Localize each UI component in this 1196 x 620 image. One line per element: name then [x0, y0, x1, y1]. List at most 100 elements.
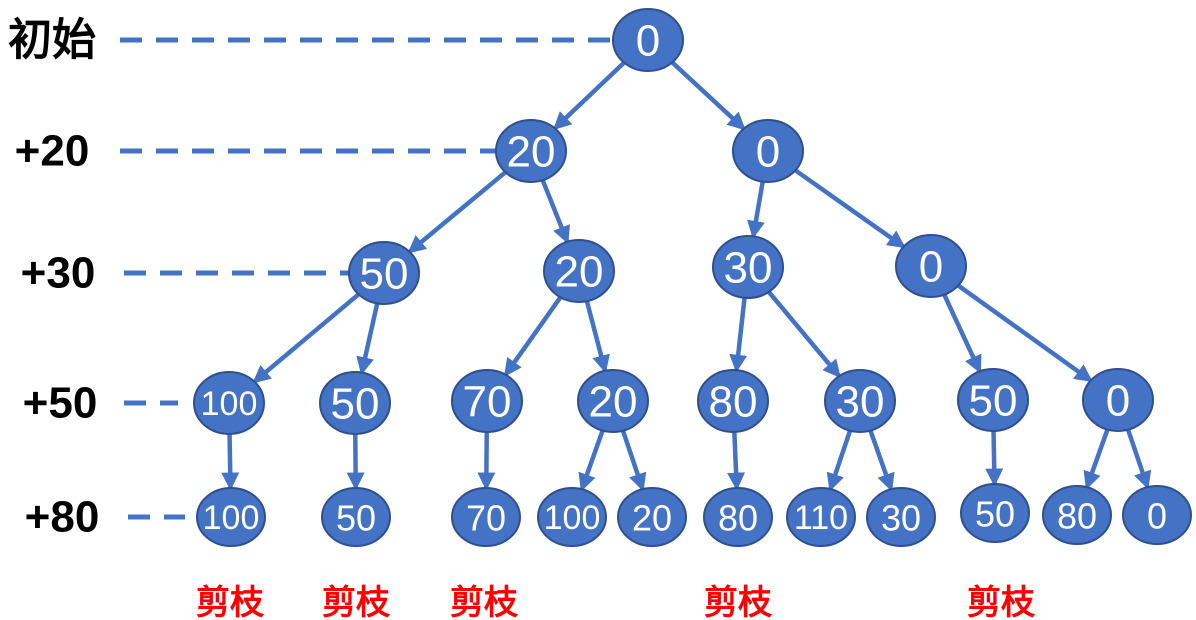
- tree-node-circle: [612, 8, 684, 72]
- tree-node: 20: [543, 239, 615, 303]
- tree-edge: [252, 292, 361, 384]
- tree-node-value: 20: [555, 248, 604, 297]
- tree-node-circle: [617, 487, 687, 547]
- tree-node-value: 80: [718, 498, 758, 539]
- tree-node-value: 30: [836, 378, 885, 427]
- tree-node-value: 100: [201, 385, 258, 423]
- tree-node-value: 70: [463, 378, 512, 427]
- tree-edge: [985, 430, 1004, 487]
- level-labels: 初始+20+30+50+80: [8, 16, 99, 542]
- tree-edge: [221, 433, 240, 491]
- level-label: 初始: [8, 16, 96, 65]
- tree-edge: [956, 283, 1093, 383]
- tree-node: 0: [612, 8, 684, 72]
- level-label: +50: [23, 379, 98, 428]
- tree-node-value: 100: [203, 499, 260, 537]
- tree-node-value: 30: [724, 244, 773, 293]
- prune-label: 剪枝: [322, 583, 391, 620]
- tree-node: 30: [712, 235, 784, 299]
- level-label: +80: [25, 493, 100, 542]
- tree-edge: [552, 61, 626, 131]
- tree-node: 30: [866, 487, 936, 547]
- tree-edge: [868, 429, 895, 492]
- tree-node-circle: [319, 371, 391, 435]
- tree-node-value: 0: [756, 128, 780, 177]
- tree-node: 50: [957, 368, 1029, 432]
- tree-node-value: 0: [1106, 377, 1130, 426]
- prune-label: 剪枝: [704, 583, 773, 620]
- tree-node: 50: [348, 241, 420, 305]
- tree-node-value: 20: [589, 378, 638, 427]
- tree-node-circle: [577, 369, 649, 433]
- prune-label: 剪枝: [196, 583, 265, 620]
- tree-node: 0: [732, 119, 804, 183]
- tree-edge: [540, 179, 570, 245]
- tree-node-value: 50: [331, 380, 380, 429]
- tree-edge: [356, 302, 380, 376]
- tree-node: 80: [697, 369, 769, 433]
- tree-edge: [584, 300, 610, 374]
- prune-labels: 剪枝剪枝剪枝剪枝剪枝: [196, 583, 1036, 620]
- tree-node-circle: [193, 371, 265, 435]
- tree-node-value: 50: [975, 494, 1015, 535]
- tree-node-circle: [321, 487, 391, 547]
- tree-node-value: 80: [1057, 496, 1097, 537]
- tree-node-value: 20: [507, 128, 556, 177]
- tree-node-circle: [1122, 485, 1192, 545]
- tree-edge: [670, 60, 746, 131]
- tree-node-value: 50: [336, 498, 376, 539]
- tree-edge: [767, 290, 841, 379]
- tree-edge: [942, 293, 982, 374]
- tree-node-value: 50: [360, 250, 409, 299]
- tree-node-circle: [697, 369, 769, 433]
- tree-node-value: 110: [794, 499, 848, 537]
- tree-node-circle: [957, 368, 1029, 432]
- tree-node-circle: [732, 119, 804, 183]
- tree-edge: [729, 297, 748, 373]
- tree-node-value: 0: [919, 243, 943, 292]
- tree-node-circle: [451, 487, 521, 547]
- tree-node-value: 0: [636, 17, 660, 66]
- tree-node: 80: [703, 487, 773, 547]
- tree-node-value: 70: [466, 498, 506, 539]
- tree-edge: [826, 429, 853, 492]
- tree-node-circle: [196, 487, 266, 547]
- tree-node-value: 50: [969, 377, 1018, 426]
- tree-edge: [620, 429, 647, 492]
- tree-node-circle: [543, 239, 615, 303]
- tree-node: 70: [451, 369, 523, 433]
- tree-node-circle: [712, 235, 784, 299]
- tree-edge: [727, 431, 746, 491]
- tree-node: 100: [193, 371, 265, 435]
- tree-node: 30: [824, 369, 896, 433]
- tree-node-circle: [824, 369, 896, 433]
- tree-node: 80: [1042, 485, 1112, 545]
- tree-node: 20: [495, 119, 567, 183]
- tree-node-circle: [703, 487, 773, 547]
- tree-node: 0: [1122, 485, 1192, 545]
- tree-node-value: 80: [709, 378, 758, 427]
- tree-node-circle: [1082, 368, 1154, 432]
- prune-label: 剪枝: [967, 583, 1036, 620]
- level-guide-lines: [120, 37, 612, 520]
- tree-edges: [221, 60, 1152, 492]
- tree-node-circle: [895, 234, 967, 298]
- tree-node: 0: [895, 234, 967, 298]
- tree-edge: [1083, 428, 1110, 490]
- tree-node: 50: [960, 483, 1030, 543]
- tree-node-circle: [451, 369, 523, 433]
- tree-node-value: 100: [544, 499, 601, 537]
- tree-node: 50: [321, 487, 391, 547]
- tree-edge: [578, 429, 605, 492]
- tree-edge: [747, 181, 765, 239]
- tree-edge: [1125, 428, 1152, 490]
- tree-node-value: 0: [1147, 496, 1167, 537]
- tree-node: 70: [451, 487, 521, 547]
- tree-edge: [794, 168, 906, 249]
- tree-node: 100: [537, 487, 607, 547]
- tree-node-value: 30: [881, 498, 921, 539]
- tree-node: 110: [786, 487, 856, 547]
- level-label: +30: [21, 249, 96, 298]
